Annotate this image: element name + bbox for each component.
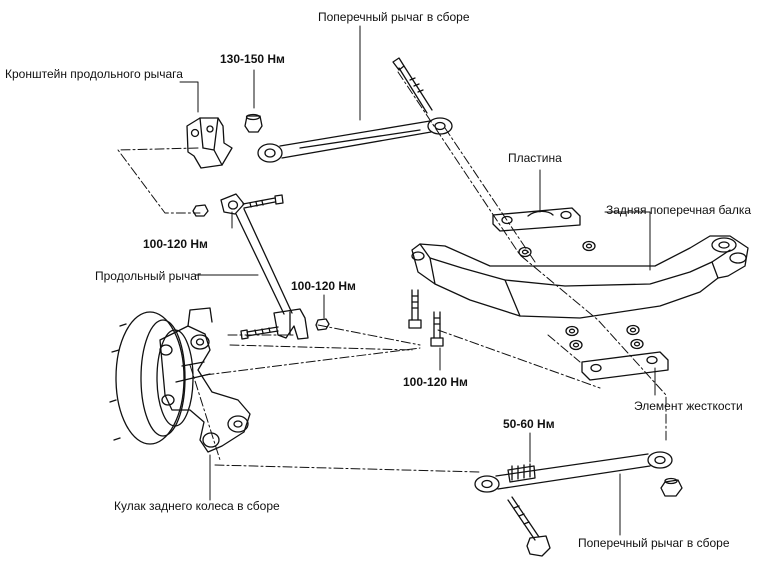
label-lateral-arm-lower: Поперечный рычаг в сборе <box>578 536 730 550</box>
trailing-arm-part <box>220 193 309 340</box>
label-trailing-arm: Продольный рычаг <box>95 269 202 283</box>
trailing-front-bolt <box>192 194 284 217</box>
label-lateral-arm-upper: Поперечный рычаг в сборе <box>318 10 470 24</box>
label-bracket: Кронштейн продольного рычага <box>5 67 183 81</box>
label-torque-trailing-rear: 100-120 Нм <box>291 279 356 293</box>
label-torque-nut-top: 130-150 Нм <box>220 52 285 66</box>
label-plate: Пластина <box>508 151 562 165</box>
label-rear-crossmember: Задняя поперечная балка <box>606 203 752 217</box>
label-stiffener: Элемент жесткости <box>634 399 743 413</box>
trailing-arm-bracket <box>186 117 233 169</box>
leader-lines <box>179 25 656 536</box>
plate-part <box>492 207 581 232</box>
label-knuckle: Кулак заднего колеса в сборе <box>114 499 280 513</box>
lower-hardware <box>507 477 683 557</box>
upper-lateral-arm <box>257 117 453 163</box>
trailing-rear-bolt <box>240 318 330 340</box>
crossmember-bolts <box>408 289 444 347</box>
lower-lateral-arm <box>474 451 673 493</box>
label-torque-trailing-front: 100-120 Нм <box>143 237 208 251</box>
label-torque-lateral-lower: 50-60 Нм <box>503 417 555 431</box>
top-nut <box>244 113 263 133</box>
rear-crossmember <box>411 235 749 319</box>
stiffener-part <box>581 351 669 381</box>
assembly-guide-lines <box>117 71 667 473</box>
label-torque-crossmember-bolts: 100-120 Нм <box>403 375 468 389</box>
upper-long-bolt <box>392 57 433 114</box>
knuckle-part <box>109 307 251 453</box>
washers <box>518 240 644 351</box>
